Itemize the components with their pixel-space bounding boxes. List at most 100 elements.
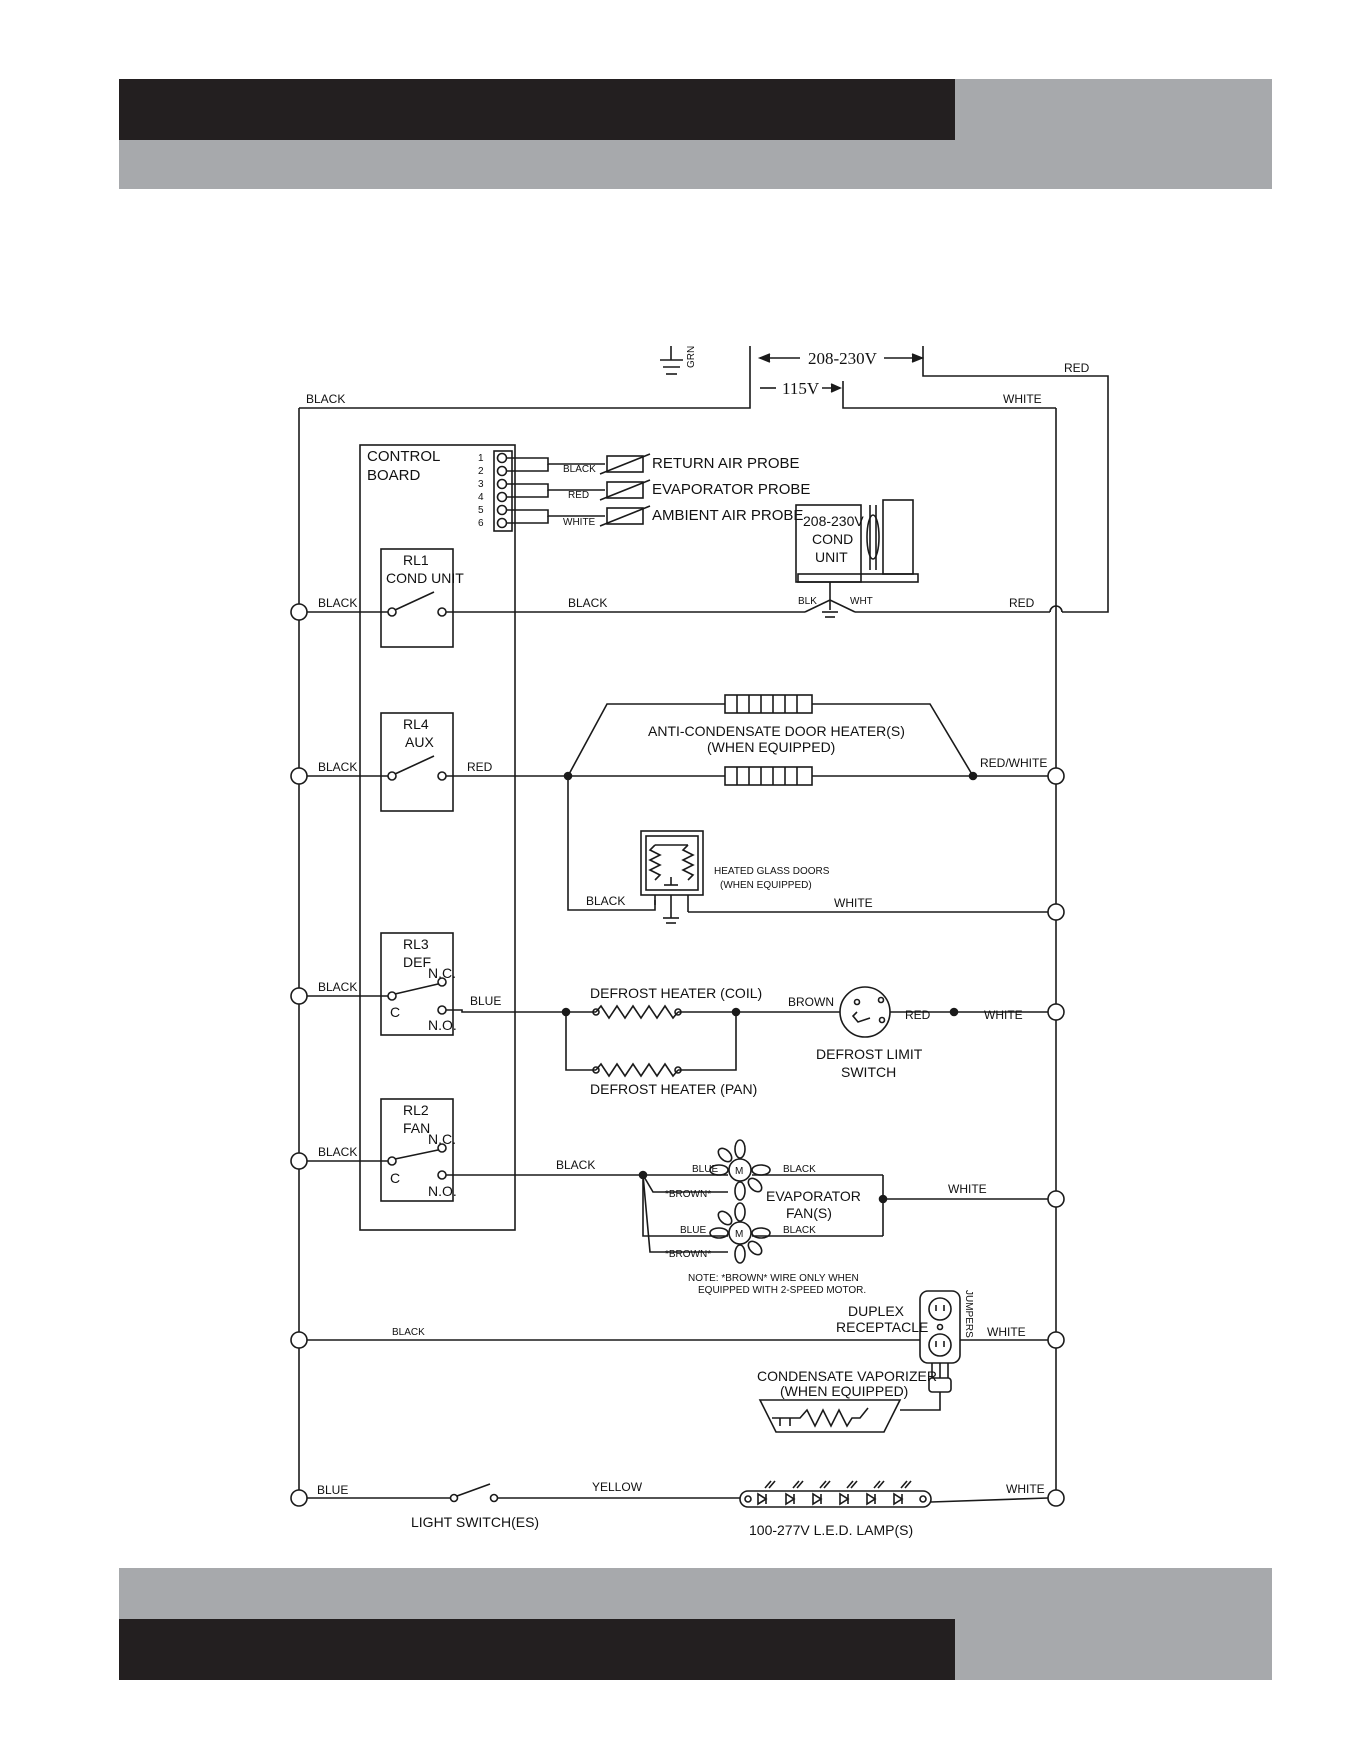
terminal-4: 4 xyxy=(478,492,484,503)
relay-rl3-nc: N.C. xyxy=(428,965,456,981)
probe-wire-red: RED xyxy=(568,490,589,501)
defrost-red-label: RED xyxy=(905,1008,931,1022)
supply-red-label: RED xyxy=(1064,361,1090,375)
cond-unit-blk-label: BLK xyxy=(798,596,817,607)
evap-fans-label-1: EVAPORATOR xyxy=(766,1188,861,1204)
probe-wires xyxy=(507,453,651,527)
led-lamp-strip xyxy=(739,1480,932,1508)
rl4-in-label: BLACK xyxy=(318,760,357,774)
terminal-light xyxy=(290,1489,308,1507)
receptacle-label-2: RECEPTACLE xyxy=(836,1319,928,1335)
voltage-high-label: 208-230V xyxy=(808,349,878,368)
defrost-limit-label-1: DEFROST LIMIT xyxy=(816,1046,923,1062)
receptacle-white-label: WHITE xyxy=(987,1325,1026,1339)
relay-rl3 xyxy=(380,932,454,1036)
door-heater-label-1: ANTI-CONDENSATE DOOR HEATER(S) xyxy=(648,723,905,739)
fan2-black-label: BLACK xyxy=(783,1225,816,1236)
terminal-light-return xyxy=(1047,1489,1065,1507)
probe-wire-white: WHITE xyxy=(563,517,596,528)
defrost-limit-label-2: SWITCH xyxy=(841,1064,896,1080)
terminal-rl2 xyxy=(290,1152,308,1170)
evap-fans-label-2: FAN(S) xyxy=(786,1205,832,1221)
defrost-brown-label: BROWN xyxy=(788,995,834,1009)
rl4-return-label: RED/WHITE xyxy=(980,756,1047,770)
relay-rl2-no: N.O. xyxy=(428,1183,457,1199)
light-yellow-label: YELLOW xyxy=(592,1480,643,1494)
light-circuit xyxy=(307,1483,1049,1503)
supply-black-label: BLACK xyxy=(306,392,345,406)
terminal-1: 1 xyxy=(478,453,484,464)
rl1-circuit xyxy=(307,591,1050,617)
ambient-air-probe-label: AMBIENT AIR PROBE xyxy=(652,507,803,524)
relay-rl3-c: C xyxy=(390,1004,400,1020)
fan2-blue-label: BLUE xyxy=(680,1225,706,1236)
rl4-out-label: RED xyxy=(467,760,493,774)
cond-unit-wht-label: WHT xyxy=(850,596,873,607)
fan-note-1: NOTE: *BROWN* WIRE ONLY WHEN xyxy=(688,1273,859,1284)
led-lamp-label: 100-277V L.E.D. LAMP(S) xyxy=(749,1522,913,1538)
glass-door-white-label: WHITE xyxy=(834,896,873,910)
control-board-label-2: BOARD xyxy=(367,467,421,484)
defrost-white-label: WHITE xyxy=(984,1008,1023,1022)
rl3-out-label: BLUE xyxy=(470,994,501,1008)
defrost-pan-label: DEFROST HEATER (PAN) xyxy=(590,1081,757,1097)
rl3-circuit xyxy=(307,977,1048,1078)
relay-rl3-name: RL3 xyxy=(403,936,429,952)
relay-rl2 xyxy=(380,1098,454,1202)
fan1-blue-label: BLUE xyxy=(692,1164,718,1175)
terminal-rl1 xyxy=(290,603,308,621)
probe-wire-black: BLACK xyxy=(563,464,596,475)
terminal-rl3-return xyxy=(1047,1003,1065,1021)
vaporizer-label-1: CONDENSATE VAPORIZER xyxy=(757,1368,937,1384)
receptacle-label-1: DUPLEX xyxy=(848,1303,905,1319)
rl1-out-label: BLACK xyxy=(568,596,607,610)
glass-door-black-label: BLACK xyxy=(586,894,625,908)
defrost-coil-label: DEFROST HEATER (COIL) xyxy=(590,985,762,1001)
terminal-6: 6 xyxy=(478,518,484,529)
terminal-receptacle-return xyxy=(1047,1331,1065,1349)
probe-terminals xyxy=(493,450,513,532)
terminal-5: 5 xyxy=(478,505,484,516)
rl1-return-label: RED xyxy=(1009,596,1035,610)
relay-rl1-name: RL1 xyxy=(403,552,429,568)
rl3-in-label: BLACK xyxy=(318,980,357,994)
ground-symbol xyxy=(660,346,683,375)
cond-unit-label-3: UNIT xyxy=(815,549,848,565)
terminal-3: 3 xyxy=(478,479,484,490)
relay-rl2-nc: N.C. xyxy=(428,1131,456,1147)
fan-motor-2-label: M xyxy=(735,1229,743,1240)
glass-doors-label-1: HEATED GLASS DOORS xyxy=(714,866,830,877)
cond-unit-label-1: 208-230V xyxy=(803,513,864,529)
terminal-rl2-return xyxy=(1047,1190,1065,1208)
jumpers-label: JUMPERS xyxy=(963,1290,974,1338)
fan-icon-1 xyxy=(709,1139,771,1201)
control-board xyxy=(359,444,516,1231)
condensing-unit-icon xyxy=(795,499,919,618)
rl1-in-label: BLACK xyxy=(318,596,357,610)
light-blue-label: BLUE xyxy=(317,1483,348,1497)
relay-rl3-no: N.O. xyxy=(428,1017,457,1033)
rl2-circuit xyxy=(307,1143,1048,1253)
rl4-circuit xyxy=(307,694,1048,786)
fan2-brown-label: *BROWN* xyxy=(665,1249,711,1260)
terminal-rl4-return xyxy=(1047,767,1065,785)
supply-wires xyxy=(298,346,1109,1498)
supply-white-label: WHITE xyxy=(1003,392,1042,406)
light-white-label: WHITE xyxy=(1006,1482,1045,1496)
rl2-return-label: WHITE xyxy=(948,1182,987,1196)
relay-rl3-sub: DEF xyxy=(403,954,431,970)
voltage-markers xyxy=(757,353,925,393)
voltage-low-label: 115V xyxy=(782,379,820,398)
terminal-glass-door xyxy=(1047,903,1065,921)
return-air-probe-label: RETURN AIR PROBE xyxy=(652,455,800,472)
terminal-2: 2 xyxy=(478,466,484,477)
rl2-in-label: BLACK xyxy=(318,1145,357,1159)
receptacle-black-label: BLACK xyxy=(392,1327,425,1338)
evaporator-probe-label: EVAPORATOR PROBE xyxy=(652,481,810,498)
heated-glass-door-icon xyxy=(567,776,1048,924)
control-board-label-1: CONTROL xyxy=(367,448,440,465)
fan1-brown-label: *BROWN* xyxy=(665,1189,711,1200)
fan-icon-2 xyxy=(709,1202,771,1264)
light-switch-label: LIGHT SWITCH(ES) xyxy=(411,1514,539,1530)
